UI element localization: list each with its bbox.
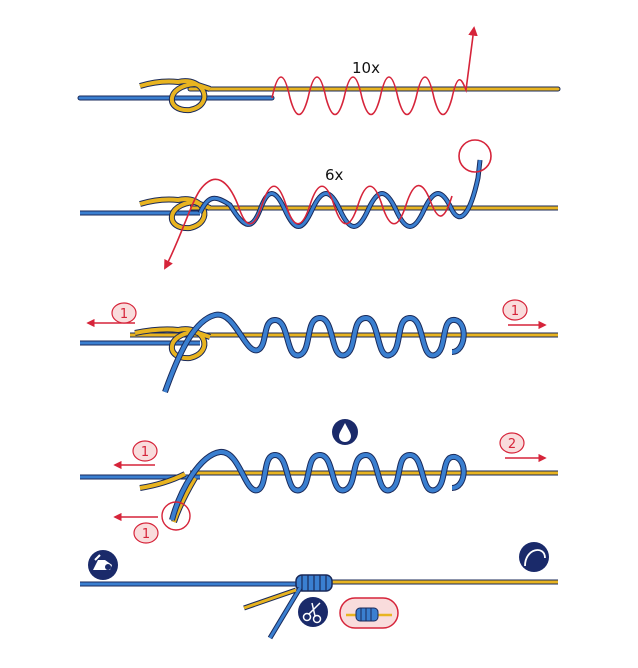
step-3-pull-left: 1 (86, 302, 137, 328)
step-5-finished-knot (295, 574, 333, 592)
step-1: 10x (77, 26, 561, 116)
step-4-pull-left-number: 1 (141, 445, 149, 460)
fishing-reel-icon (88, 550, 118, 580)
step-4-blue-coils (169, 449, 467, 521)
step-5 (80, 542, 558, 640)
step-2-loop-knot (139, 196, 212, 232)
step-3: 1 1 (80, 299, 558, 394)
step-2-red-thread (164, 178, 453, 270)
step-4-pull-left: 1 (113, 440, 158, 470)
step-4-tag-end-highlight (161, 501, 191, 531)
step-4-tag-pull: 1 (113, 512, 159, 544)
step-3-pull-right-number: 1 (511, 304, 519, 319)
water-drop-icon (332, 419, 358, 445)
step-4: 1 2 1 (80, 419, 558, 544)
step-4-pull-right: 2 (499, 432, 547, 463)
step-1-wrap-count-label: 10x (352, 59, 380, 77)
step-2-wrap-count-label: 6x (325, 166, 344, 184)
finished-knot-icon (339, 597, 399, 629)
step-2: 6x (80, 139, 558, 270)
step-1-red-wraps (271, 26, 478, 116)
step-5-tag-ends (243, 586, 303, 640)
scissors-icon (298, 597, 328, 627)
step-3-loop-knot (134, 326, 211, 362)
fishing-hook-icon (519, 542, 549, 572)
step-4-tag-end-number: 1 (142, 527, 150, 542)
step-3-pull-left-number: 1 (120, 307, 128, 322)
step-1-loop-knot (139, 78, 211, 114)
step-3-pull-right: 1 (502, 299, 547, 330)
step-4-pull-right-number: 2 (508, 437, 516, 452)
step-2-tag-end-highlight (458, 139, 492, 173)
step-3-blue-coils (162, 311, 467, 394)
